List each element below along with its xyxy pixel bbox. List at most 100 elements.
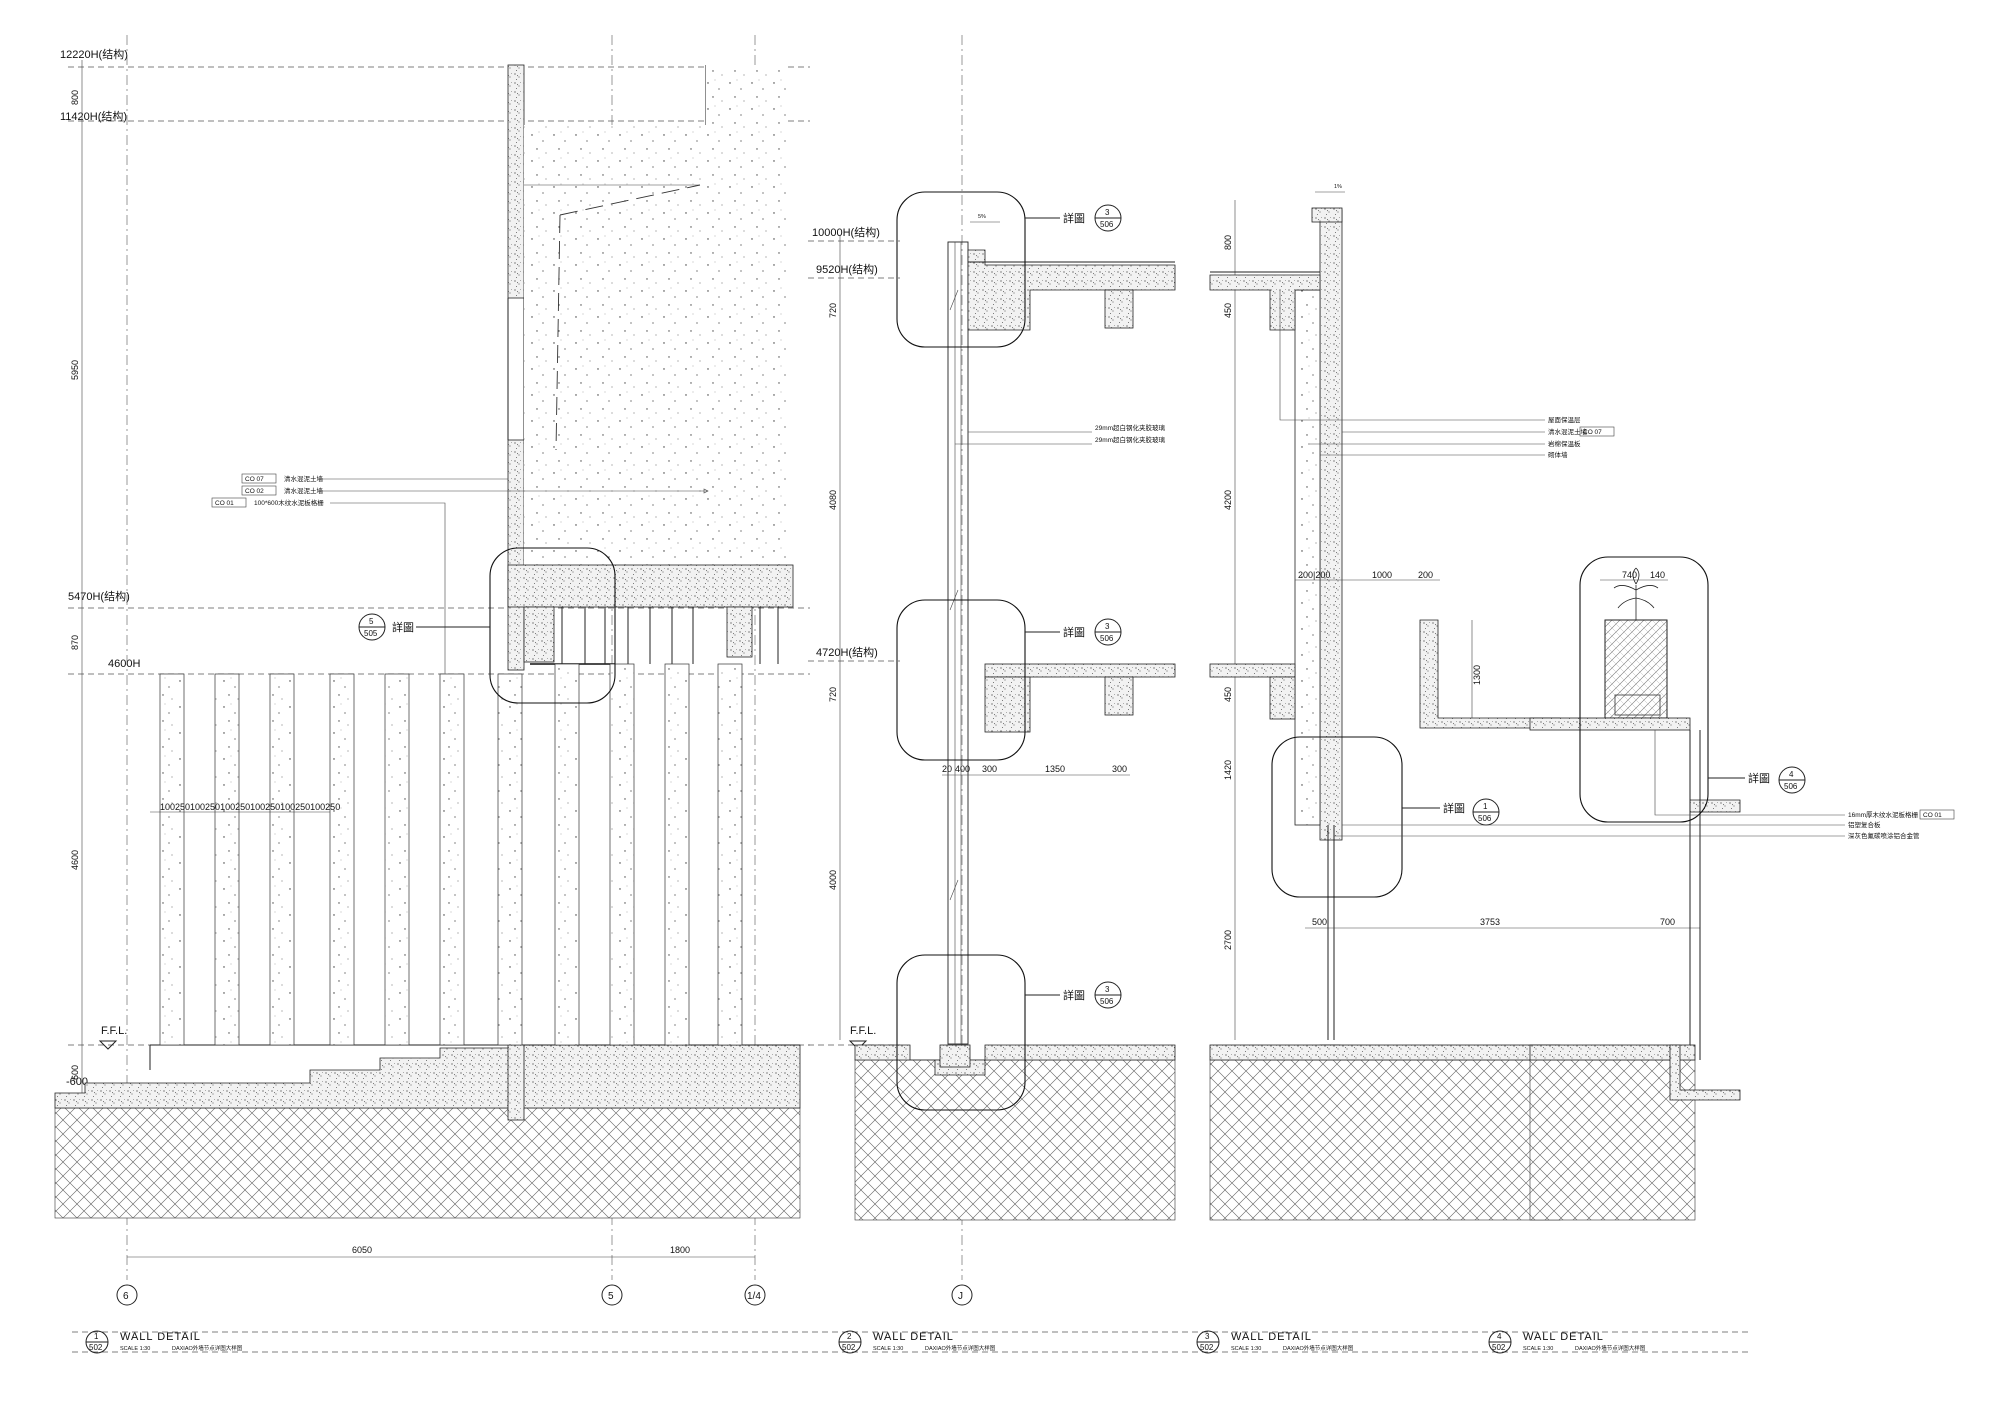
note-cement-board-grille: 100*600木纹水泥板格栅 [254, 498, 324, 507]
tag-co02: CO 02 [245, 488, 264, 495]
slope-label: 5% [978, 214, 986, 220]
dim-200: 200 [1418, 570, 1433, 580]
level-4600: 4600H [108, 658, 140, 670]
title-scale: SCALE 1:30 [1523, 1346, 1553, 1352]
title-subtitle: DAXIAO外墙节点详图大样图 [925, 1344, 996, 1352]
dim-1350: 1350 [1045, 764, 1065, 774]
planter-slab [1529, 717, 1691, 731]
callout-number: 3 [1105, 985, 1110, 994]
title-scale: SCALE 1:30 [1231, 1346, 1261, 1352]
callout-label: 詳圖 [1748, 771, 1770, 785]
beam [726, 606, 753, 658]
glass-footing [939, 1044, 971, 1068]
dim-1800: 1800 [670, 1245, 690, 1255]
beam-mid [1104, 676, 1134, 716]
slat-panel [664, 663, 690, 1046]
ground-slab [519, 1044, 801, 1109]
slope-label-3: 1% [1334, 184, 1342, 190]
callout-sheet: 506 [1784, 782, 1798, 791]
tag-co01-4: CO 01 [1923, 812, 1942, 819]
title-block: 1 502 WALL DETAIL SCALE 1:30 DAXIAO外墙节点详图大样图 [85, 1330, 243, 1354]
slat-panel [554, 663, 580, 1046]
tag-co07-3: CO 07 [1583, 429, 1602, 436]
note-concrete-wall-1: 清水混泥土墙 [284, 474, 324, 483]
dim-4600: 4600 [70, 850, 80, 870]
floor-slab-mid [984, 663, 1176, 678]
level-ffl: F.F.L. [101, 1025, 127, 1037]
backfill-area [706, 65, 786, 565]
planter-soil [1614, 694, 1661, 716]
dim-1420: 1420 [1223, 760, 1233, 780]
slat-panel [214, 673, 240, 1046]
ground-slab-2 [854, 1044, 1176, 1076]
callout-sheet: 506 [1100, 634, 1114, 643]
grid-label-J: J [958, 1291, 963, 1302]
callout-sheet: 506 [1478, 814, 1492, 823]
title-text: WALL DETAIL [1523, 1331, 1604, 1343]
beam-mid [984, 676, 1031, 733]
dim-1300: 1300 [1472, 665, 1482, 685]
tag-co01: CO 01 [215, 500, 234, 507]
plant-icon [1613, 567, 1659, 620]
level-5470: 5470H(结构) [68, 589, 130, 603]
soil-hatch-4 [1529, 1059, 1696, 1221]
callout-number: 1 [1483, 802, 1488, 811]
dim-600: 600 [70, 1065, 80, 1080]
detail-callout-region [489, 547, 616, 704]
detail-1: 12220H(结构) 11420H(结构) 5470H(结构) 4600H F.… [54, 35, 810, 1306]
detail-4: 740 140 詳圖 4 506 16mm厚木纹水泥板格栅 CO 01 铝 [1334, 556, 1955, 1221]
title-text: WALL DETAIL [120, 1331, 201, 1343]
slat-panel [384, 673, 410, 1046]
grid-bubble-5 [601, 1284, 623, 1306]
dim-700: 700 [1660, 917, 1675, 927]
note-aluminum-panel: 铝塑复合板 [1848, 820, 1881, 829]
title-subtitle: DAXIAO外墙节点详图大样图 [172, 1344, 243, 1352]
level-minus600: -600 [66, 1076, 88, 1088]
callout-1-506: 詳圖 1 506 [1271, 736, 1500, 898]
callout-3-506-bottom: 詳圖 3 506 [896, 954, 1122, 1111]
title-number: 2 [847, 1332, 852, 1341]
tag-co07: CO 07 [245, 476, 264, 483]
ground-slab-3 [1209, 1044, 1561, 1061]
level-marker [98, 1040, 118, 1050]
beam [523, 606, 555, 663]
planter-notes: 16mm厚木纹水泥板格栅 CO 01 铝塑复合板 深灰色氟碳喷涂铝合金管 [1334, 730, 1955, 840]
callout-number: 4 [1789, 770, 1794, 779]
slat-panel [717, 663, 743, 1046]
title-scale: SCALE 1:30 [873, 1346, 903, 1352]
title-subtitle: DAXIAO外墙节点详图大样图 [1283, 1344, 1354, 1352]
roof-slab [507, 564, 794, 608]
level-12220: 12220H(结构) [60, 47, 128, 61]
title-text: WALL DETAIL [873, 1331, 954, 1343]
note-roof-insulation: 屋面保温层 [1548, 415, 1581, 424]
dim-800-3: 800 [1223, 235, 1233, 250]
concrete-wall-foot [507, 1044, 525, 1121]
tag-box [241, 485, 277, 496]
slat-panel [609, 663, 635, 1046]
dim-500: 500 [1312, 917, 1327, 927]
tag-box [241, 473, 277, 484]
note-glass-1: 29mm超白钢化夹胶玻璃 [1095, 423, 1166, 432]
dim-5950: 5950 [70, 360, 80, 380]
callout-sheet: 506 [1100, 220, 1114, 229]
callout-label: 詳圖 [392, 620, 414, 634]
callout-4-506: 詳圖 4 506 [1579, 556, 1806, 823]
callout-number: 3 [1105, 622, 1110, 631]
slat-screen [159, 663, 743, 1046]
note-masonry-wall: 砌体墙 [1548, 450, 1568, 459]
note-glass-2: 29mm超白钢化夹胶玻璃 [1095, 435, 1166, 444]
slat-panel [439, 673, 465, 1046]
dim-1000: 1000 [1372, 570, 1392, 580]
title-sheet: 502 [89, 1343, 103, 1352]
title-number: 4 [1497, 1332, 1502, 1341]
title-number: 1 [94, 1332, 99, 1341]
title-scale: SCALE 1:30 [120, 1346, 150, 1352]
material-notes-1: CO 07 清水混泥土墙 CO 02 清水混泥土墙 CO 01 100*600木… [211, 473, 709, 674]
title-blocks: 1 502 WALL DETAIL SCALE 1:30 DAXIAO外墙节点详图大样图… [85, 1330, 1646, 1354]
concrete-wall-upper [507, 64, 525, 299]
callout-label: 詳圖 [1063, 988, 1085, 1002]
callout-3-506-top: 詳圖 3 506 [896, 191, 1122, 348]
callout-number: 3 [1105, 208, 1110, 217]
level-10000: 10000H(结构) [812, 225, 880, 239]
